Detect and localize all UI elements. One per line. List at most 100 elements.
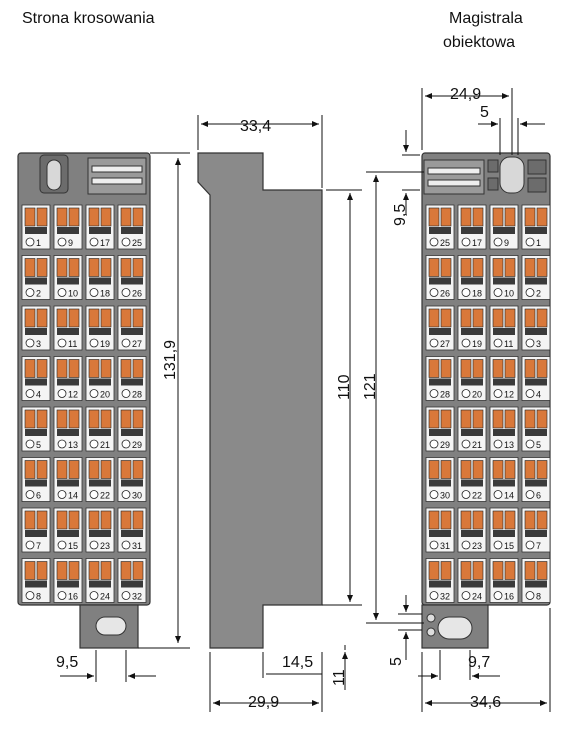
svg-text:25: 25	[440, 238, 450, 248]
right-terminal-18: 18	[457, 255, 487, 300]
svg-text:23: 23	[100, 541, 110, 551]
svg-text:27: 27	[440, 339, 450, 349]
right-terminal-4: 4	[521, 356, 551, 401]
svg-text:24: 24	[100, 592, 110, 602]
dim-left-bottom: 9,5	[56, 654, 79, 671]
svg-text:30: 30	[440, 491, 450, 501]
svg-text:16: 16	[504, 592, 514, 602]
right-terminal-23: 23	[457, 507, 487, 553]
svg-text:31: 31	[132, 541, 142, 551]
left-terminal-20: 20	[85, 356, 115, 401]
dim-right-bottom: 34,6	[470, 694, 502, 711]
right-terminal-13: 13	[489, 406, 519, 452]
svg-text:28: 28	[132, 390, 142, 400]
left-terminal-22: 22	[85, 457, 115, 502]
dim-right-top: 24,9	[450, 86, 482, 103]
right-terminal-15: 15	[489, 507, 519, 553]
svg-text:17: 17	[100, 238, 110, 248]
right-terminal-29: 29	[425, 406, 455, 452]
left-terminal-29: 29	[117, 406, 147, 452]
dimension-lines	[60, 88, 551, 712]
right-terminal-3: 3	[521, 305, 551, 351]
svg-text:7: 7	[536, 541, 541, 551]
right-terminal-9: 9	[489, 204, 519, 250]
svg-text:15: 15	[504, 541, 514, 551]
svg-text:21: 21	[472, 440, 482, 450]
left-terminal-28: 28	[117, 356, 147, 401]
dim-side-notch: 14,5	[282, 654, 314, 671]
svg-text:3: 3	[36, 339, 41, 349]
svg-text:21: 21	[100, 440, 110, 450]
left-terminal-21: 21	[85, 406, 115, 452]
svg-text:2: 2	[36, 289, 41, 299]
left-terminal-25: 25	[117, 204, 147, 250]
dim-right-9-7: 9,7	[468, 654, 491, 671]
right-terminal-16: 16	[489, 558, 519, 603]
svg-text:18: 18	[100, 289, 110, 299]
left-terminal-6: 6	[21, 457, 51, 502]
svg-text:4: 4	[536, 390, 541, 400]
svg-text:18: 18	[472, 289, 482, 299]
left-terminal-15: 15	[53, 507, 83, 553]
svg-text:22: 22	[472, 491, 482, 501]
svg-text:30: 30	[132, 491, 142, 501]
svg-text:14: 14	[68, 491, 78, 501]
right-terminal-26: 26	[425, 255, 455, 300]
left-terminal-17: 17	[85, 204, 115, 250]
left-terminal-3: 3	[21, 305, 51, 351]
dim-side-notch-height: 11	[331, 669, 348, 686]
svg-text:10: 10	[68, 289, 78, 299]
svg-text:8: 8	[536, 592, 541, 602]
right-title-line1: Magistrala	[449, 10, 523, 27]
right-terminal-31: 31	[425, 507, 455, 553]
left-terminal-27: 27	[117, 305, 147, 351]
left-terminal-26: 26	[117, 255, 147, 300]
dim-left-height: 131,9	[162, 339, 179, 380]
left-terminal-12: 12	[53, 356, 83, 401]
svg-text:23: 23	[472, 541, 482, 551]
left-terminal-13: 13	[53, 406, 83, 452]
right-terminal-19: 19	[457, 305, 487, 351]
left-terminal-18: 18	[85, 255, 115, 300]
svg-text:6: 6	[36, 491, 41, 501]
right-terminal-8: 8	[521, 558, 551, 603]
right-title-line2: obiektowa	[443, 34, 516, 51]
svg-text:12: 12	[504, 390, 514, 400]
left-terminal-14: 14	[53, 457, 83, 502]
svg-text:15: 15	[68, 541, 78, 551]
right-terminal-5: 5	[521, 406, 551, 452]
dim-side-bottom: 29,9	[248, 694, 280, 711]
left-terminal-16: 16	[53, 558, 83, 603]
left-terminal-9: 9	[53, 204, 83, 250]
svg-text:32: 32	[132, 592, 142, 602]
right-terminal-30: 30	[425, 457, 455, 502]
side-profile	[197, 152, 323, 649]
svg-text:9: 9	[68, 238, 73, 248]
right-terminal-28: 28	[425, 356, 455, 401]
right-terminal-24: 24	[457, 558, 487, 603]
svg-text:12: 12	[68, 390, 78, 400]
svg-text:13: 13	[68, 440, 78, 450]
svg-text:11: 11	[68, 339, 77, 349]
left-terminal-24: 24	[85, 558, 115, 603]
left-terminal-32: 32	[117, 558, 147, 603]
svg-text:29: 29	[132, 440, 142, 450]
svg-text:22: 22	[100, 491, 110, 501]
left-terminal-5: 5	[21, 406, 51, 452]
right-terminal-1: 1	[521, 204, 551, 250]
left-terminal-8: 8	[21, 558, 51, 603]
right-terminal-21: 21	[457, 406, 487, 452]
svg-text:11: 11	[504, 339, 513, 349]
right-terminal-14: 14	[489, 457, 519, 502]
left-title: Strona krosowania	[22, 10, 155, 27]
svg-text:13: 13	[504, 440, 514, 450]
svg-text:27: 27	[132, 339, 142, 349]
right-terminal-32: 32	[425, 558, 455, 603]
svg-text:5: 5	[36, 440, 41, 450]
right-terminal-25: 25	[425, 204, 455, 250]
right-terminal-11: 11	[489, 305, 519, 351]
svg-text:31: 31	[440, 541, 450, 551]
